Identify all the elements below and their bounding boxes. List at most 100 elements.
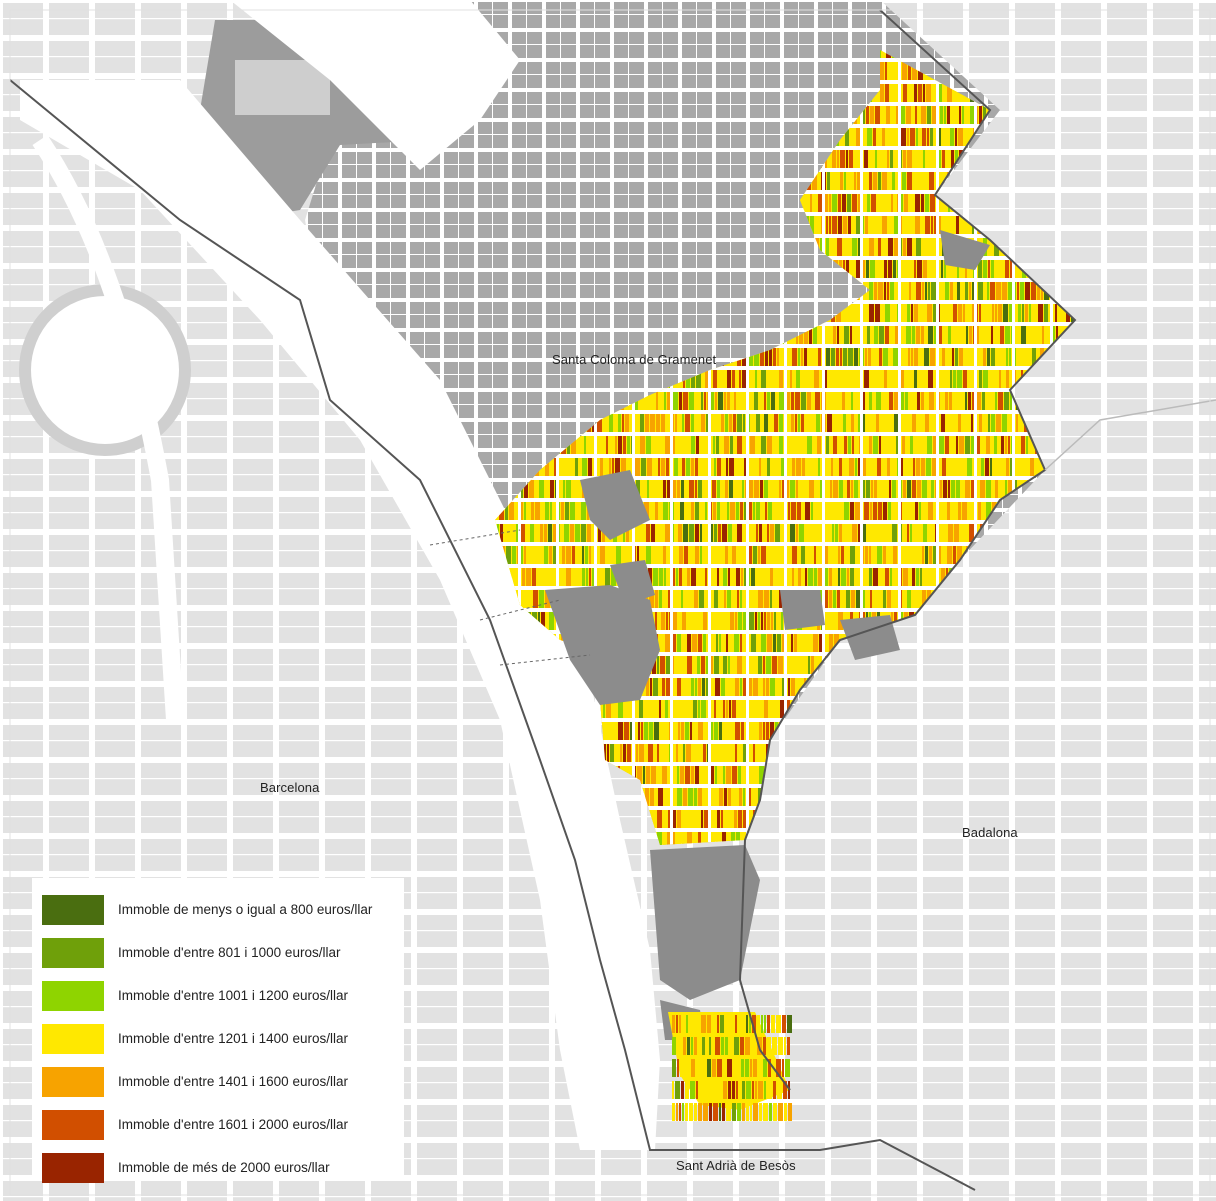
parcel xyxy=(600,458,603,476)
parcel xyxy=(815,480,819,498)
parcel xyxy=(827,392,830,410)
parcel xyxy=(928,260,932,278)
parcel xyxy=(793,370,795,388)
parcel xyxy=(953,392,958,410)
parcel xyxy=(956,458,961,476)
parcel xyxy=(861,458,866,476)
parcel xyxy=(731,656,736,674)
parcel xyxy=(604,744,606,762)
parcel xyxy=(638,722,640,740)
parcel xyxy=(751,370,754,388)
parcel xyxy=(962,458,966,476)
parcel xyxy=(846,370,849,388)
parcel xyxy=(799,524,804,542)
parcel xyxy=(916,568,919,586)
parcel xyxy=(572,480,575,498)
parcel xyxy=(714,524,717,542)
parcel xyxy=(888,238,893,256)
parcel xyxy=(854,480,858,498)
parcel xyxy=(892,524,897,542)
parcel xyxy=(779,480,781,498)
parcel xyxy=(805,568,807,586)
parcel xyxy=(706,480,708,498)
parcel xyxy=(813,194,817,212)
parcel xyxy=(908,84,913,102)
parcel xyxy=(882,392,884,410)
parcel xyxy=(844,436,847,454)
parcel xyxy=(675,502,679,520)
parcel xyxy=(654,744,656,762)
parcel xyxy=(788,634,790,652)
parcel xyxy=(900,326,905,344)
parcel xyxy=(921,106,926,124)
parcel xyxy=(759,744,762,762)
parcel xyxy=(986,502,991,520)
parcel xyxy=(522,590,526,608)
parcel xyxy=(736,568,740,586)
parcel xyxy=(550,502,552,520)
parcel xyxy=(739,370,741,388)
parcel xyxy=(940,106,943,124)
parcel xyxy=(643,766,645,784)
parcel xyxy=(712,568,716,586)
parcel xyxy=(646,546,651,564)
parcel xyxy=(743,810,746,828)
parcel xyxy=(956,480,960,498)
parcel xyxy=(679,546,683,564)
parcel xyxy=(853,326,857,344)
parcel xyxy=(891,458,896,476)
parcel xyxy=(611,568,616,586)
parcel xyxy=(609,436,614,454)
parcel xyxy=(946,128,949,146)
parcel xyxy=(915,194,920,212)
parcel xyxy=(553,524,556,542)
parcel xyxy=(779,414,783,432)
parcel xyxy=(851,590,855,608)
parcel xyxy=(1030,458,1034,476)
parcel xyxy=(912,62,917,80)
parcel xyxy=(720,656,722,674)
parcel xyxy=(1038,304,1043,322)
parcel xyxy=(1001,260,1004,278)
parcel xyxy=(906,436,909,454)
parcel xyxy=(738,766,741,784)
parcel xyxy=(849,524,851,542)
parcel xyxy=(652,546,656,564)
parcel xyxy=(759,458,761,476)
parcel xyxy=(907,150,912,168)
parcel xyxy=(740,546,742,564)
parcel xyxy=(903,348,907,366)
parcel xyxy=(695,766,699,784)
parcel xyxy=(642,524,645,542)
parcel xyxy=(852,194,857,212)
parcel xyxy=(527,590,532,608)
parcel xyxy=(1017,370,1020,388)
parcel xyxy=(1008,414,1012,432)
parcel xyxy=(954,282,956,300)
parcel xyxy=(697,656,700,674)
parcel xyxy=(1037,348,1039,366)
parcel xyxy=(826,612,831,630)
parcel xyxy=(774,414,778,432)
parcel xyxy=(873,370,875,388)
parcel xyxy=(943,84,946,102)
parcel xyxy=(649,700,652,718)
parcel xyxy=(838,436,843,454)
parcel xyxy=(739,480,741,498)
parcel xyxy=(869,172,872,190)
parcel xyxy=(869,546,871,564)
parcel xyxy=(844,502,849,520)
parcel xyxy=(878,480,882,498)
parcel xyxy=(939,194,944,212)
parcel xyxy=(856,370,860,388)
parcel xyxy=(663,502,668,520)
parcel xyxy=(698,634,702,652)
parcel xyxy=(659,634,664,652)
parcel xyxy=(1005,326,1010,344)
parcel xyxy=(672,700,676,718)
parcel xyxy=(726,458,728,476)
parcel xyxy=(1016,414,1018,432)
parcel xyxy=(681,480,684,498)
parcel xyxy=(951,150,954,168)
